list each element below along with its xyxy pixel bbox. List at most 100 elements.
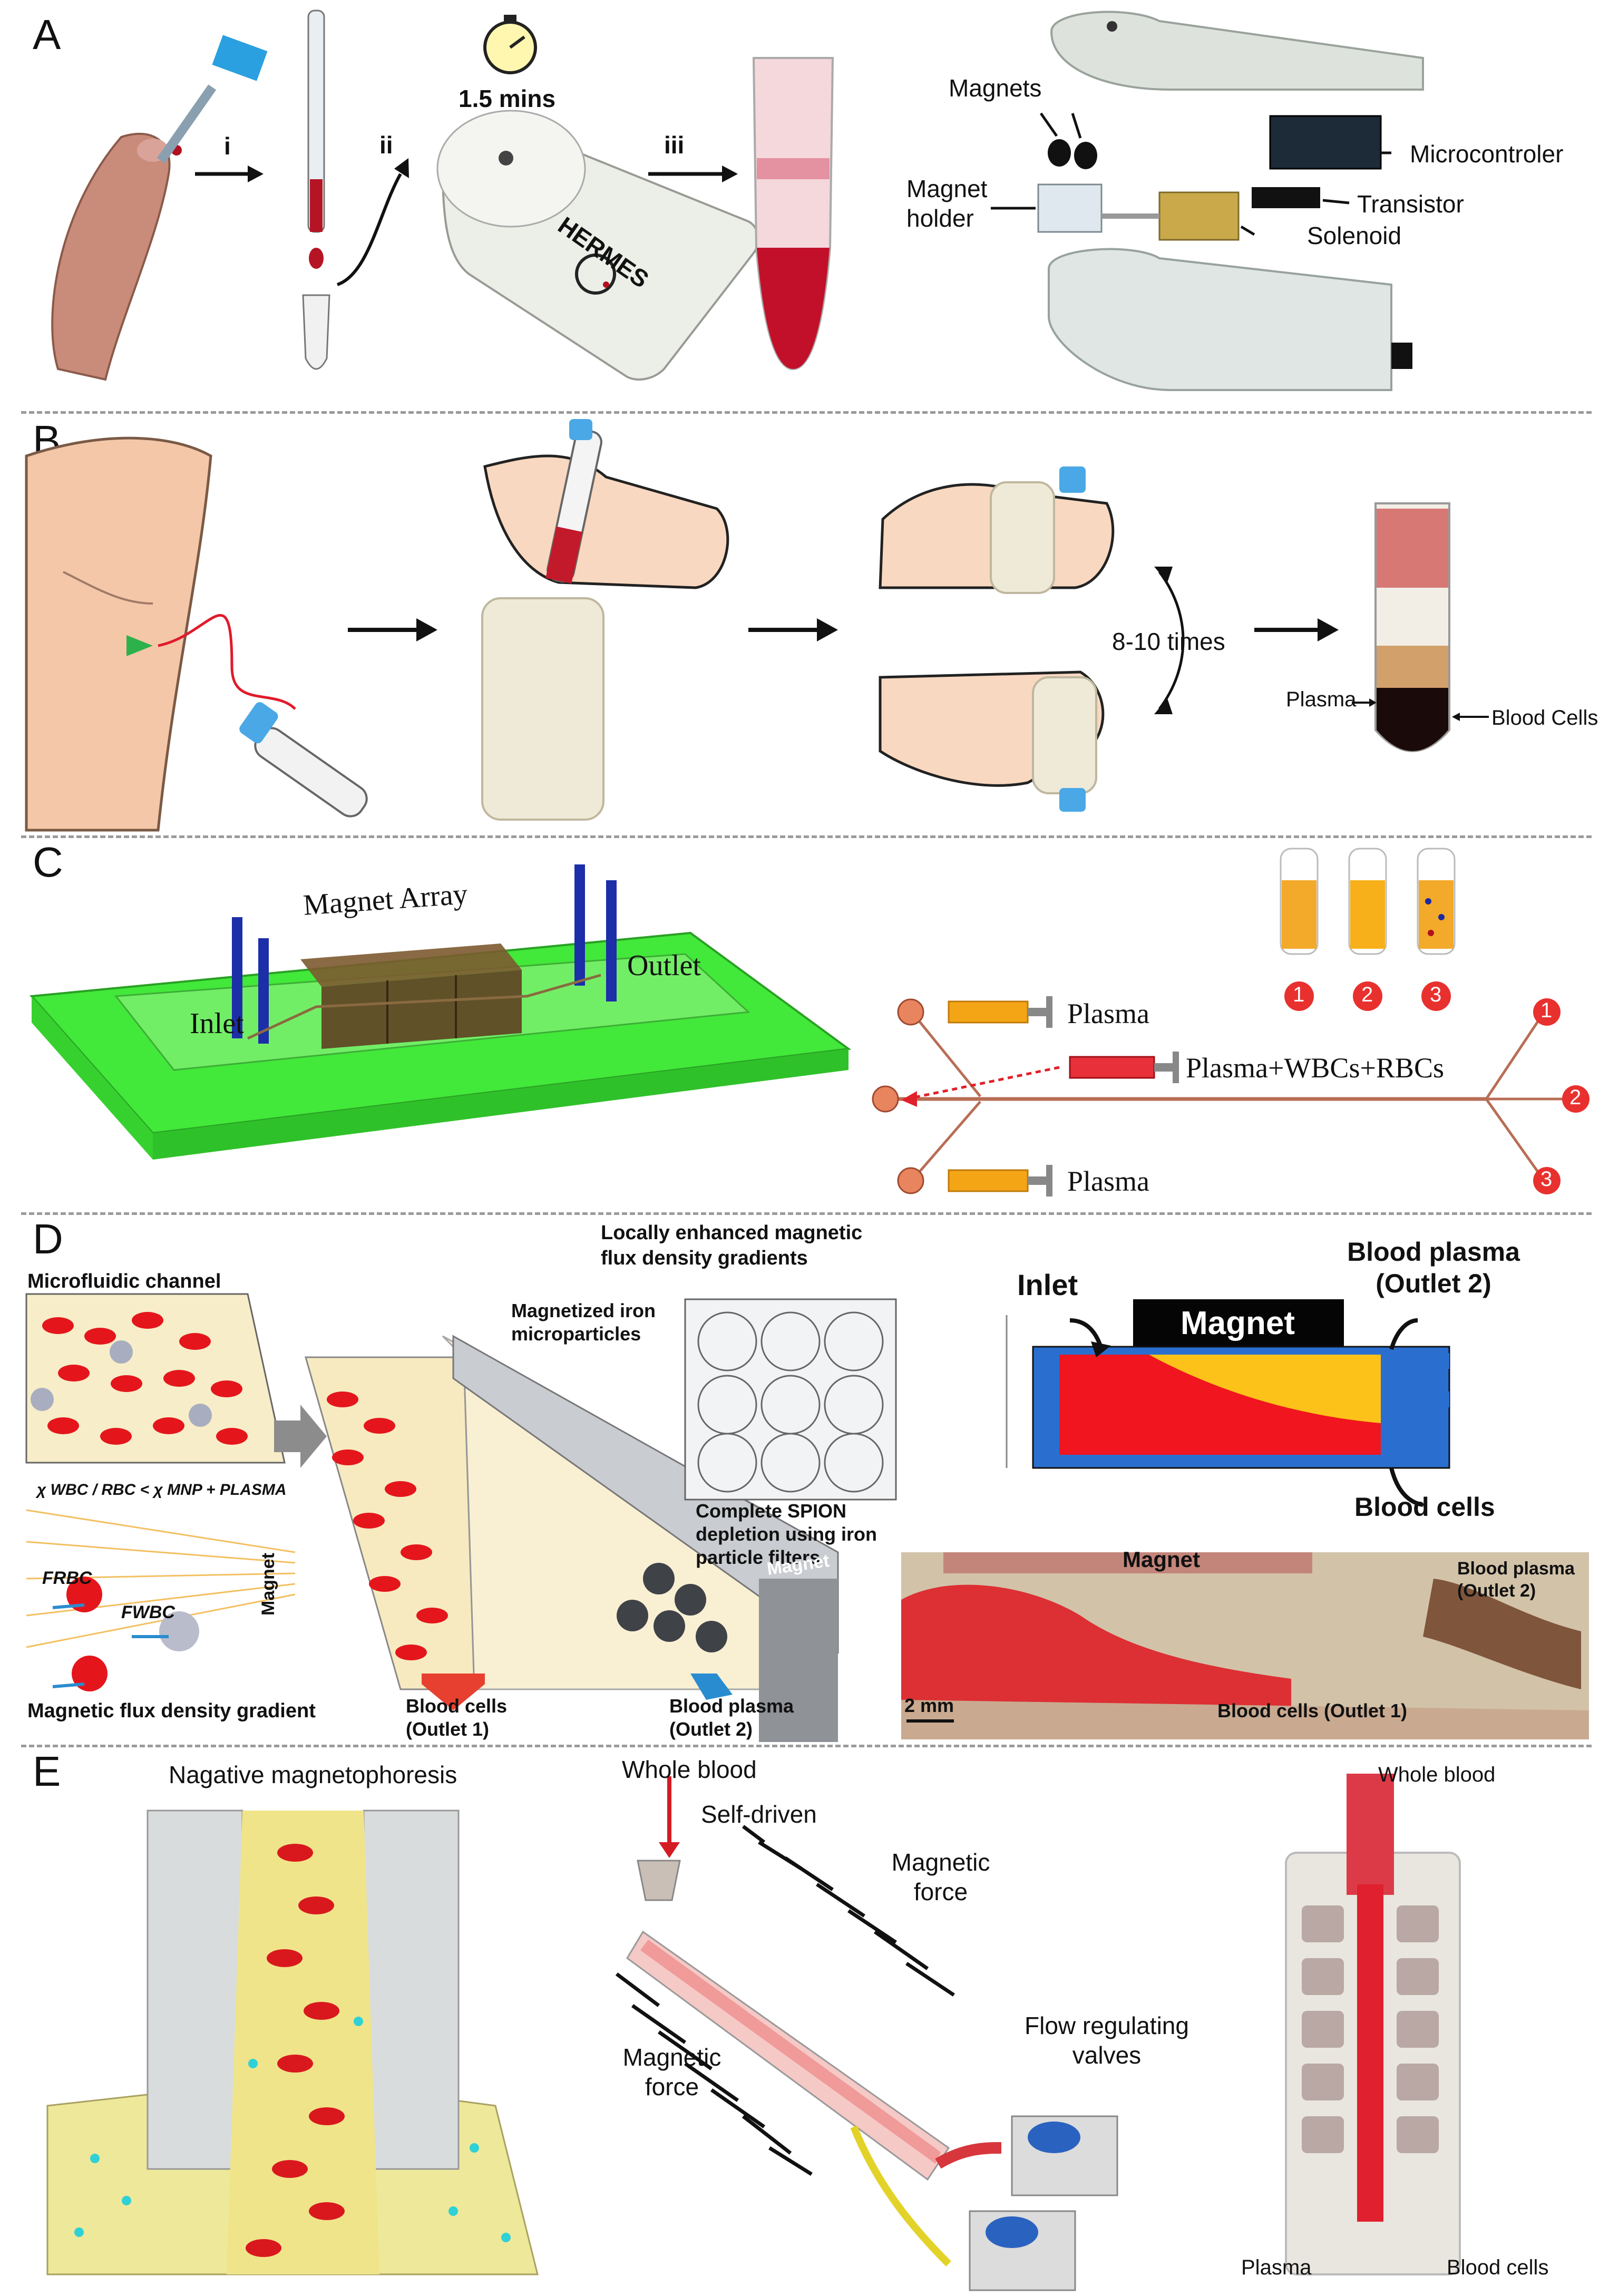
step-ii-label: ii <box>379 131 393 159</box>
photo-plasma-label: Blood plasma (Outlet 2) <box>1457 1559 1575 1601</box>
separator-bc <box>21 835 1592 838</box>
lancet <box>157 84 217 163</box>
magnet-array-blocks <box>300 943 522 1049</box>
transistor-label: Transistor <box>1357 190 1464 218</box>
panel-label-a: A <box>33 11 61 58</box>
outlet-tube-3 <box>1417 848 1456 1011</box>
panel-b: B <box>0 414 1609 833</box>
self-driven-label: Self-driven <box>701 1801 817 1828</box>
photo-scale-label: 2 mm <box>904 1695 954 1716</box>
finger-illustration <box>51 132 171 381</box>
photo-blood-cells-label: Blood cells <box>1447 2256 1549 2279</box>
outlet-label: Outlet <box>627 949 701 982</box>
magnet-stack-left <box>147 1809 243 2170</box>
f-wbc-label: FWBC <box>121 1602 175 1622</box>
device-lid <box>1050 11 1424 91</box>
hand-illustration <box>483 454 729 589</box>
timer-label: 1.5 mins <box>459 85 556 112</box>
whole-blood-label: Whole blood <box>622 1756 757 1783</box>
wbc <box>159 1611 199 1651</box>
microcontroller-board <box>1269 115 1382 170</box>
cells-outlet-arrow <box>422 1674 485 1710</box>
microcontroller-label: Microcontroler <box>1410 140 1564 168</box>
plasma-top-label: Plasma <box>1067 998 1149 1029</box>
magnet-stack-right <box>363 1809 460 2170</box>
panel-label-d: D <box>33 1215 63 1262</box>
schematic-inlet-label: Inlet <box>1017 1268 1078 1301</box>
plasma-bottom-label: Plasma <box>1067 1165 1149 1197</box>
flux-gradient-label: Magnetic flux density gradient <box>27 1700 316 1722</box>
photo-magnet-label: Magnet <box>1123 1547 1200 1572</box>
valve-2 <box>969 2210 1076 2291</box>
collection-tube <box>254 727 368 818</box>
blood-cells-outlet-label: Blood cells (Outlet 1) <box>406 1695 508 1740</box>
inlet-label: Inlet <box>190 1007 244 1040</box>
microcentrifuge-tube <box>302 294 330 370</box>
schematic-plasma-label: Blood plasma (Outlet 2) <box>1347 1237 1520 1298</box>
magnetic-force-bottom-label: Magnetic force <box>622 2044 721 2100</box>
locally-enhanced-label: Locally enhanced magnetic flux density g… <box>601 1222 863 1269</box>
sample-label: Plasma+WBCs+RBCs <box>1186 1052 1444 1084</box>
panel-e-illustration <box>46 1774 1461 2291</box>
panel-b-illustration <box>25 419 1489 832</box>
magnet-vertical-label: Magnet <box>258 1553 278 1616</box>
spion-label: Complete SPION depletion using iron part… <box>696 1500 877 1568</box>
panel-e: E <box>0 1747 1609 2296</box>
magnet-holder <box>1037 183 1103 233</box>
blood-cells-label: Blood Cells <box>1491 706 1598 729</box>
panel-d: D <box>0 1215 1609 1742</box>
tube-number-2: 2 <box>1361 983 1373 1006</box>
device-base <box>1048 248 1392 391</box>
outlet-number-1: 1 <box>1540 999 1553 1022</box>
repeat-label: 8-10 times <box>1112 628 1225 655</box>
rbc-1 <box>66 1577 102 1612</box>
step-i-label: i <box>224 132 231 160</box>
magnets-label: Magnets <box>949 74 1042 102</box>
schematic-magnet-label: Magnet <box>1181 1305 1295 1341</box>
tube-number-3: 3 <box>1430 983 1442 1006</box>
plasma-outlet-arrow <box>690 1674 733 1700</box>
syringe-top <box>948 996 1052 1028</box>
magnet-holder-label: Magnet holder <box>906 175 988 232</box>
photo-plasma-label: Plasma <box>1241 2256 1312 2279</box>
outlet-number-3: 3 <box>1540 1168 1553 1191</box>
photo-cells-label: Blood cells (Outlet 1) <box>1217 1700 1408 1721</box>
separation-channel-3d <box>305 1356 475 1690</box>
outlet-tube-2 <box>1348 848 1387 1011</box>
separator-cd <box>21 1212 1592 1215</box>
magnetic-cylinder <box>481 597 604 821</box>
panel-c-illustration <box>29 848 1590 1196</box>
panel-a-illustration <box>51 9 1424 391</box>
rbc-2 <box>72 1656 108 1691</box>
photo-whole-blood-label: Whole blood <box>1378 1763 1496 1786</box>
solenoid <box>1158 191 1240 241</box>
chi-relation-label: χ WBC / RBC < χ MNP + PLASMA <box>37 1481 287 1499</box>
valves-label: Flow regulating valves <box>1025 2012 1189 2069</box>
blood-plasma-outlet-label: Blood plasma (Outlet 2) <box>669 1695 794 1740</box>
iron-particles-label: Magnetized iron microparticles <box>511 1300 656 1345</box>
outlet-tube-1 <box>1280 848 1319 1011</box>
syringe-bottom <box>948 1165 1052 1196</box>
panel-a: A <box>0 0 1609 411</box>
separator-ab <box>21 411 1592 414</box>
valve-1 <box>1011 2115 1118 2196</box>
negative-magnetophoresis-title: Nagative magnetophoresis <box>169 1761 457 1788</box>
tube-number-1: 1 <box>1293 983 1305 1006</box>
panel-c: C <box>0 838 1609 1210</box>
iron-filter-inset <box>684 1298 897 1501</box>
separator-de <box>21 1745 1592 1747</box>
outlet-number-2: 2 <box>1569 1086 1582 1109</box>
step-iii-label: iii <box>664 131 685 159</box>
panel-label-c: C <box>33 839 63 886</box>
micro-channel-label: Microfluidic channel <box>27 1270 221 1292</box>
plasma-label: Plasma <box>1286 688 1357 711</box>
panel-label-e: E <box>33 1748 61 1795</box>
arm-illustration <box>25 436 212 832</box>
magnetic-force-top-label: Magnetic force <box>891 1849 990 1905</box>
separation-channel <box>872 998 1590 1194</box>
schematic-cells-label: Blood cells <box>1354 1492 1495 1522</box>
schematic-magnet <box>1133 1299 1344 1352</box>
solenoid-label: Solenoid <box>1307 222 1402 249</box>
panel-d-illustration <box>25 1293 1589 1742</box>
syringe-middle <box>1069 1052 1179 1083</box>
